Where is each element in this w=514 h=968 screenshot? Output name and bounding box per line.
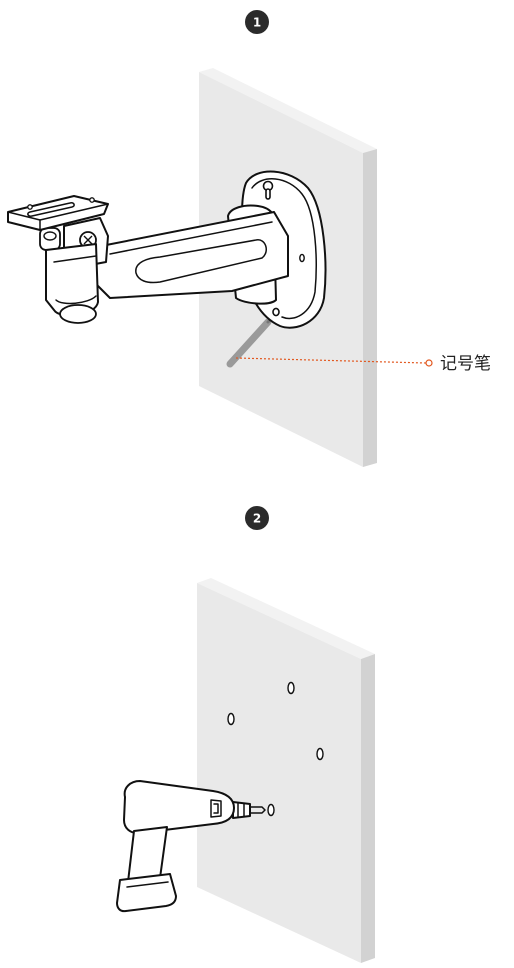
wall-1-side <box>363 149 377 467</box>
drill-holes <box>227 681 324 817</box>
marker-callout: 记号笔 <box>235 354 491 374</box>
drill-hole-icon <box>267 803 275 817</box>
step-2-badge: 2 <box>245 506 269 530</box>
wall-2-top <box>197 578 375 659</box>
step-1-number: 1 <box>253 16 261 30</box>
drill-hole-icon <box>227 712 235 726</box>
wall-2-side <box>361 654 375 963</box>
step-2-number: 2 <box>253 512 261 526</box>
wall-1-top <box>199 68 377 153</box>
marker-pen-label: 记号笔 <box>440 354 491 374</box>
drill-hole-icon <box>316 747 324 761</box>
power-drill-icon <box>116 780 266 913</box>
step-1-badge: 1 <box>245 10 269 34</box>
drill-hole-icon <box>287 681 295 695</box>
wall-2-face <box>197 583 361 963</box>
camera-bracket-icon <box>7 170 327 329</box>
wall-panel-2 <box>197 578 375 963</box>
keyhole-slot-icon <box>262 180 274 200</box>
